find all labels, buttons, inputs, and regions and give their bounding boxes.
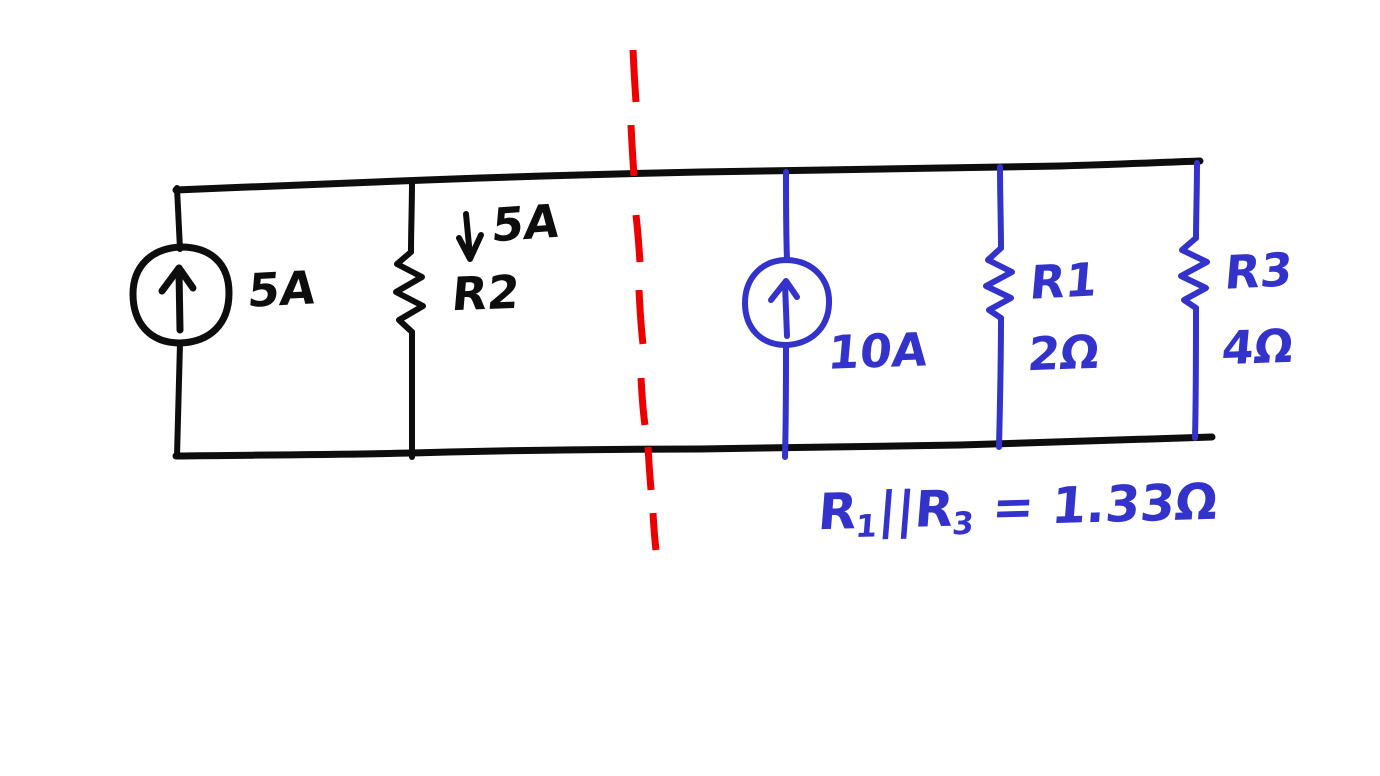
current-source-left-circle [129,243,233,347]
black-ink-group [129,157,1216,460]
equation-parallel-r3: ||R [876,479,956,540]
cut-line-group [627,49,660,551]
current-source-right-arrow-shaft [782,281,790,339]
cut-dash-4 [635,289,647,345]
current-source-right-arrow-head [768,278,800,303]
bottom-wire-black [172,433,1216,460]
r2-wire-top [408,178,415,255]
equation-result: = 1.33Ω [972,472,1220,538]
r3-wire-top [1193,160,1200,241]
blue-ink-group [742,160,1210,460]
current-source-left-arrow-head [158,264,197,295]
cut-dash-6 [644,446,655,491]
equation-r1-subscript: 1 [854,508,879,545]
left-wire-bottom-segment [174,340,183,459]
source-right-wire-top [783,169,790,262]
cut-dash-7 [649,512,660,551]
label-r1-value: 2Ω [1025,324,1102,382]
annotation-equation: R1||R3 = 1.33Ω [816,473,1220,545]
cut-dash-2 [627,124,638,177]
left-wire-top-segment [174,185,183,252]
label-source-right-value: 10A [825,322,930,380]
resistor-r3-zigzag [1178,235,1210,311]
r2-current-arrow-shaft [463,211,473,259]
cut-dash-3 [632,214,644,263]
r3-wire-bottom [1192,305,1199,441]
equation-r3-subscript: 3 [950,505,976,543]
r1-wire-top [997,164,1004,251]
label-r3-name: R3 [1222,242,1295,300]
label-source-left-value: 5A [245,260,318,318]
resistor-r1-zigzag [983,245,1015,321]
r2-current-arrow-head [456,232,484,262]
current-source-left-arrow-shaft [175,268,184,334]
r1-wire-bottom [996,315,1004,450]
label-r3-value: 4Ω [1219,318,1296,376]
label-r2-name: R2 [449,264,522,322]
cut-dash-1 [629,49,640,103]
label-r2-branch-current: 5A [489,193,562,253]
source-right-wire-bottom [782,342,789,460]
cut-dash-5 [637,377,649,426]
resistor-r2-zigzag [393,249,426,335]
top-wire-black [172,157,1204,194]
equation-r1: R [816,482,860,542]
label-r1-name: R1 [1027,252,1100,310]
